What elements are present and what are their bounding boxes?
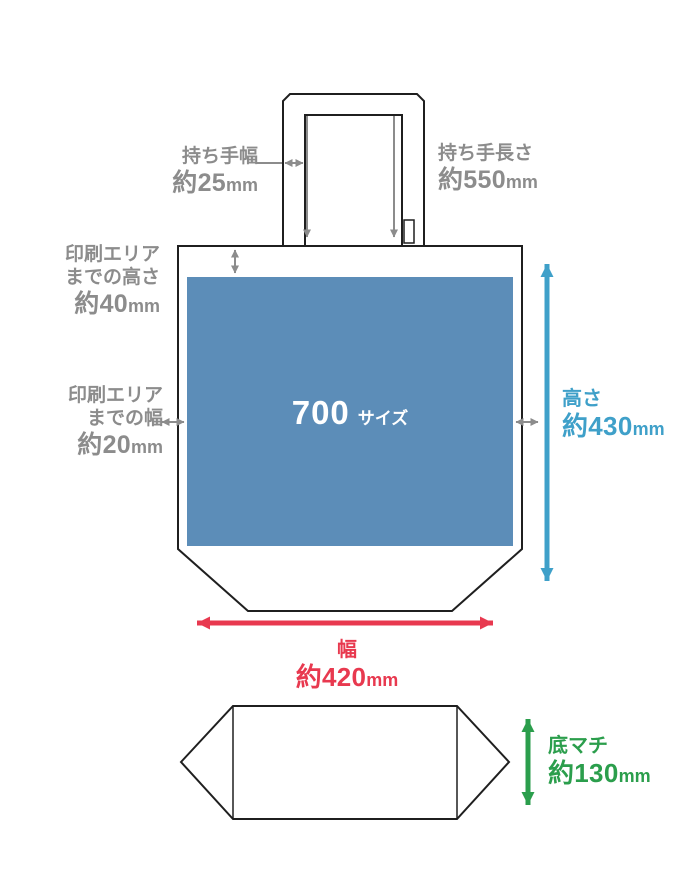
handle-length-value-line: 約550mm [438, 165, 538, 196]
handle-width-title: 持ち手幅 [181, 146, 258, 167]
handle-outline [282, 93, 425, 247]
gusset-value-line: 約130mm [548, 758, 651, 790]
handle-length-label: 持ち手長さ 約550mm [438, 142, 538, 196]
gusset-label: 底マチ 約130mm [548, 734, 651, 790]
gusset-unit: mm [618, 766, 651, 787]
handle-length-unit: mm [505, 172, 538, 193]
print-side-value-line: 約20mm [68, 430, 163, 461]
print-top-unit: mm [127, 296, 160, 317]
handle-length-title: 持ち手長さ [438, 143, 534, 164]
height-value-line: 約430mm [562, 411, 665, 443]
width-label: 幅 約420mm [247, 638, 447, 694]
width-value: 約420 [295, 662, 367, 693]
width-unit: mm [366, 670, 399, 691]
print-top-title-1: 印刷エリア [64, 244, 160, 265]
print-side-title-2: までの幅 [86, 408, 163, 430]
print-top-label: 印刷エリア までの高さ 約40mm [65, 243, 160, 320]
print-size-unit: サイズ [357, 409, 409, 428]
print-side-value: 約20 [77, 431, 131, 460]
print-area-rect [187, 277, 513, 546]
print-top-title-2: までの高さ [64, 267, 160, 289]
height-title: 高さ [562, 388, 602, 410]
handle-length-value: 約550 [438, 166, 506, 195]
height-value: 約430 [562, 411, 633, 442]
width-value-line: 約420mm [247, 662, 447, 694]
handle-width-unit: mm [225, 175, 258, 196]
handle-width-label: 持ち手幅 約25mm [172, 145, 258, 199]
height-unit: mm [632, 419, 665, 440]
print-side-title-1: 印刷エリア [67, 385, 163, 406]
handle-width-value: 約25 [172, 169, 226, 198]
handle-seam [403, 219, 415, 244]
handle-width-value-line: 約25mm [172, 168, 258, 199]
print-top-value: 約40 [74, 290, 128, 319]
gusset-shape [179, 705, 511, 820]
print-size-label: 700 サイズ [187, 393, 513, 433]
gusset-title: 底マチ [548, 735, 608, 757]
print-size-number: 700 [291, 394, 350, 431]
print-side-label: 印刷エリア までの幅 約20mm [68, 384, 163, 461]
gusset-value: 約130 [548, 758, 619, 789]
print-side-unit: mm [130, 437, 163, 458]
width-title: 幅 [337, 639, 357, 661]
height-label: 高さ 約430mm [562, 387, 665, 443]
print-top-value-line: 約40mm [65, 289, 160, 320]
